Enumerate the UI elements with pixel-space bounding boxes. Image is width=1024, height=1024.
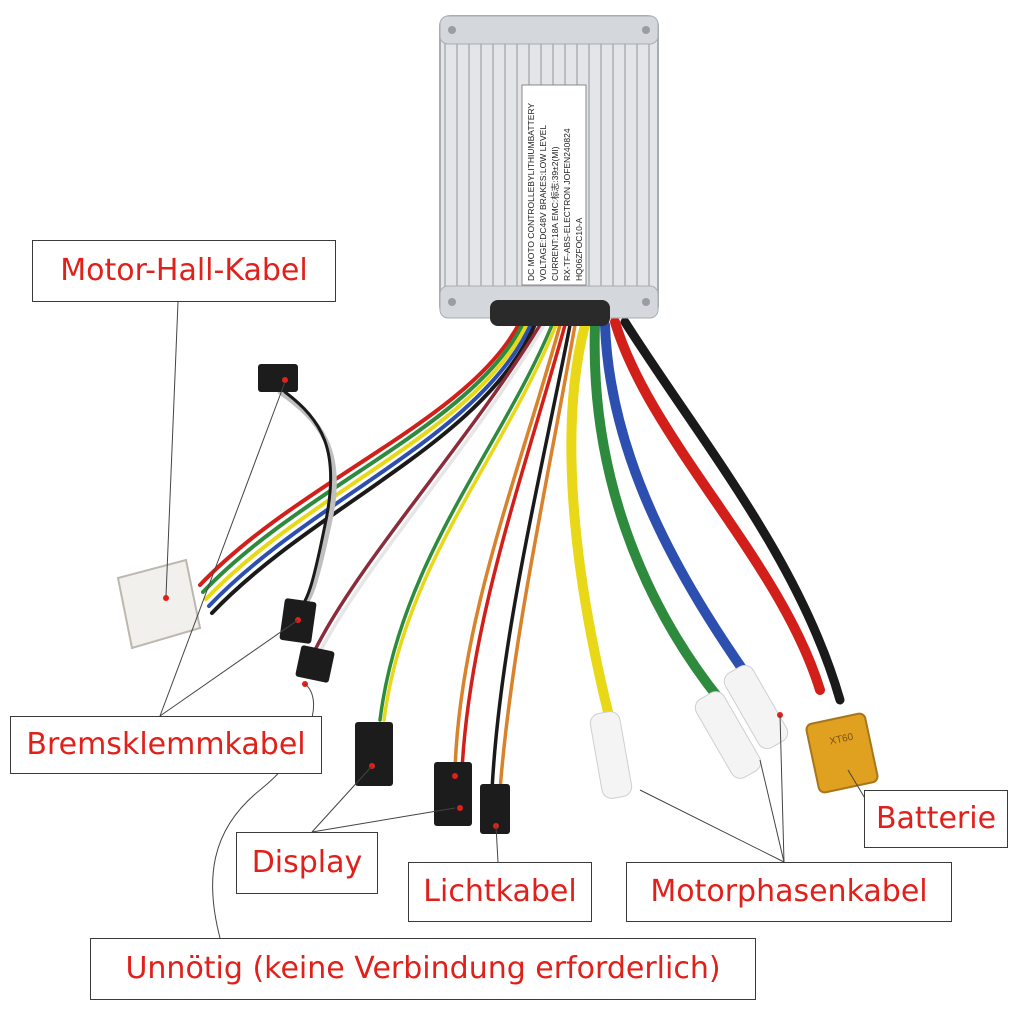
label-light-cable: Lichtkabel [408,862,592,922]
xt60-text: XT60 [829,732,855,748]
brake-connector-2 [279,598,317,644]
label-motor-phase-cable: Motorphasenkabel [626,862,952,922]
leader-hall [165,301,179,597]
battery-wire-red [610,317,825,695]
sticker-line-1: DC MOTO CONTROLLEBYLITHIUMBATTERY [526,103,536,281]
label-brake-cable: Bremsklemmkabel [10,716,322,774]
wire-bundle [198,317,845,792]
phase-wire-yellow [566,320,615,725]
sticker-line-3: CURRENT:18A EMC:标志:39±2(MI) [550,146,560,281]
unneeded-connector [295,645,335,687]
brake-wire-upper-core [283,390,333,614]
leader-unneeded [212,683,314,939]
sticker-line-2: VOLTAGE:DC48V BRAKES:LOW LEVEL [538,125,548,281]
leader-phase-b [759,759,785,863]
label-unneeded: Unnötig (keine Verbindung erforderlich) [90,938,756,1000]
hall-connector [116,558,202,650]
display-connector-1 [355,722,393,786]
phase-connector-yellow [589,711,633,799]
label-display: Display [236,832,378,894]
leader-battery [847,769,867,801]
leader-brake-b [159,619,299,717]
leader-phase-c [779,714,785,863]
light-connector [480,784,510,834]
display-connector-2 [434,762,472,826]
hall-wires [198,320,538,615]
leader-display-b [311,807,456,833]
label-motor-hall-cable: Motor-Hall-Kabel [32,240,336,302]
leader-brake-a [159,381,286,717]
connectors: XT60 [116,364,879,834]
leader-lines [159,301,867,939]
brake-connector-1 [258,364,298,392]
battery-xt60-connector: XT60 [805,712,879,794]
phase-wire-green [589,320,725,705]
leader-display-a [311,765,373,833]
sticker-line-5: HQ06ZFOC10-A [574,217,584,281]
brake-wire-lower-2 [318,323,546,654]
controller-sticker-text: DC MOTO CONTROLLEBYLITHIUMBATTERY VOLTAG… [526,103,584,281]
leader-light [495,825,499,863]
sticker-line-4: RX-TF-ABS-ELECTRON JOFEN240824 [562,128,572,281]
phase-connector-green [694,691,762,779]
controller-sticker [521,84,587,286]
phase-wire-blue [600,320,755,685]
label-battery: Batterie [864,790,1008,848]
controller-box: DC MOTO CONTROLLEBYLITHIUMBATTERY VOLTAG… [439,15,659,326]
battery-wire-black [620,317,845,705]
brake-wire-lower [313,323,542,652]
leader-phase-a [639,789,785,863]
